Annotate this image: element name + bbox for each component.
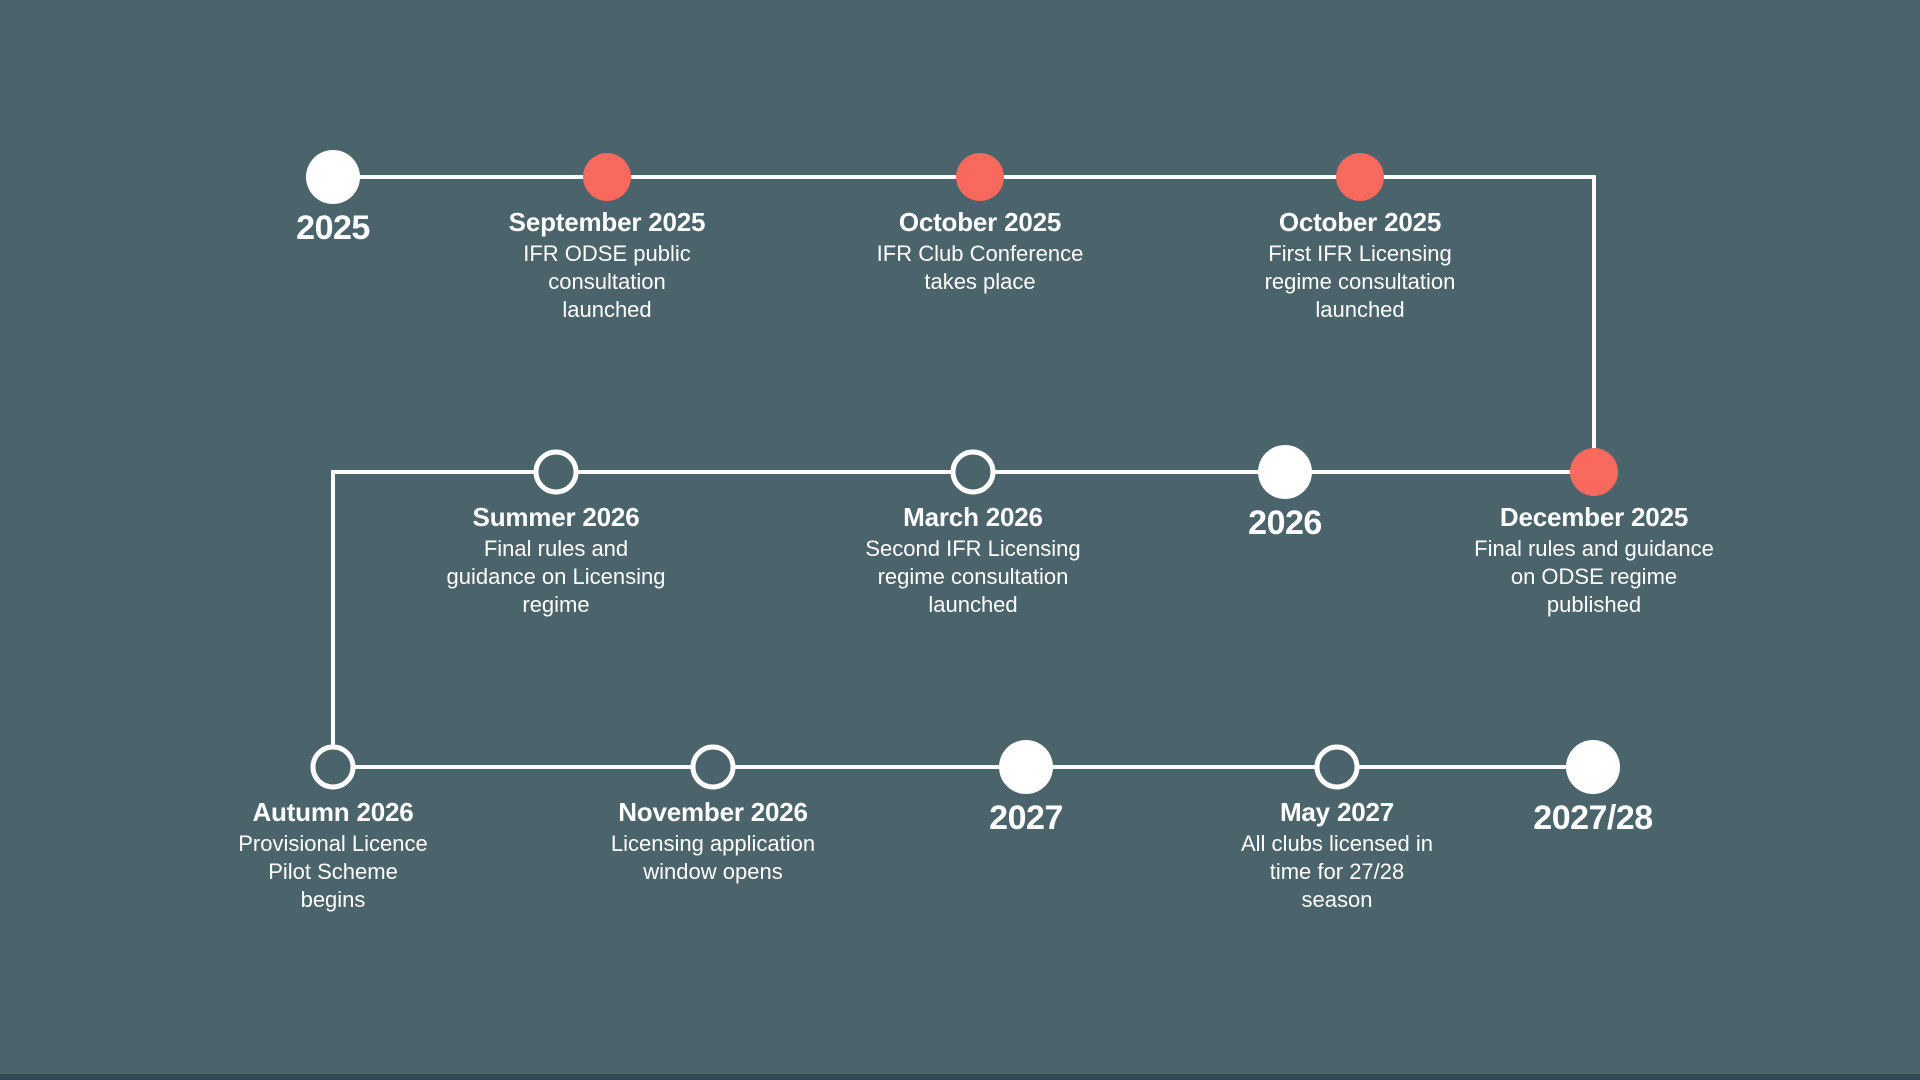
milestone-dot <box>1570 448 1618 496</box>
milestone-dot <box>1258 445 1312 499</box>
bottom-edge-bar <box>0 1074 1920 1080</box>
timeline-connector-left <box>331 470 335 769</box>
milestone-title: Summer 2026 <box>472 502 640 532</box>
milestone-description: Provisional Licence Pilot Scheme begins <box>238 831 428 912</box>
timeline-line-row-3 <box>331 765 1593 769</box>
milestone-title: November 2026 <box>618 797 808 827</box>
milestone-description: First IFR Licensing regime consultation … <box>1264 241 1456 322</box>
milestone-dot <box>583 153 631 201</box>
milestone-title: October 2025 <box>1278 207 1442 237</box>
milestone-dot <box>690 744 736 790</box>
milestone-year-label: 2025 <box>296 209 370 247</box>
milestone-year-label: 2027 <box>989 799 1063 837</box>
milestone-description: All clubs licensed in time for 27/28 sea… <box>1241 831 1433 912</box>
milestone-description: IFR ODSE public consultation launched <box>523 241 691 322</box>
milestone-dot <box>310 744 356 790</box>
milestone-dot <box>956 153 1004 201</box>
milestone-dot <box>950 449 996 495</box>
milestone-title: December 2025 <box>1499 502 1689 532</box>
milestone-description: Second IFR Licensing regime consultation… <box>865 536 1081 617</box>
milestone-description: Licensing application window opens <box>610 831 816 884</box>
milestone-dot <box>1314 744 1360 790</box>
milestone-dot <box>1566 740 1620 794</box>
milestone-title: May 2027 <box>1279 797 1395 827</box>
milestone-title: October 2025 <box>898 207 1062 237</box>
milestone-year-label: 2027/28 <box>1533 799 1653 837</box>
milestone-title: March 2026 <box>903 502 1043 532</box>
timeline-connector-right <box>1592 175 1596 474</box>
milestone-dot <box>1336 153 1384 201</box>
milestone-description: IFR Club Conference takes place <box>876 241 1084 294</box>
milestone-dot <box>533 449 579 495</box>
milestone-title: Autumn 2026 <box>252 797 414 827</box>
milestone-description: Final rules and guidance on Licensing re… <box>446 536 666 617</box>
milestone-year-label: 2026 <box>1248 504 1322 542</box>
milestone-dot <box>999 740 1053 794</box>
milestone-title: September 2025 <box>508 207 706 237</box>
milestone-description: Final rules and guidance on ODSE regime … <box>1474 536 1714 617</box>
milestone-dot <box>306 150 360 204</box>
